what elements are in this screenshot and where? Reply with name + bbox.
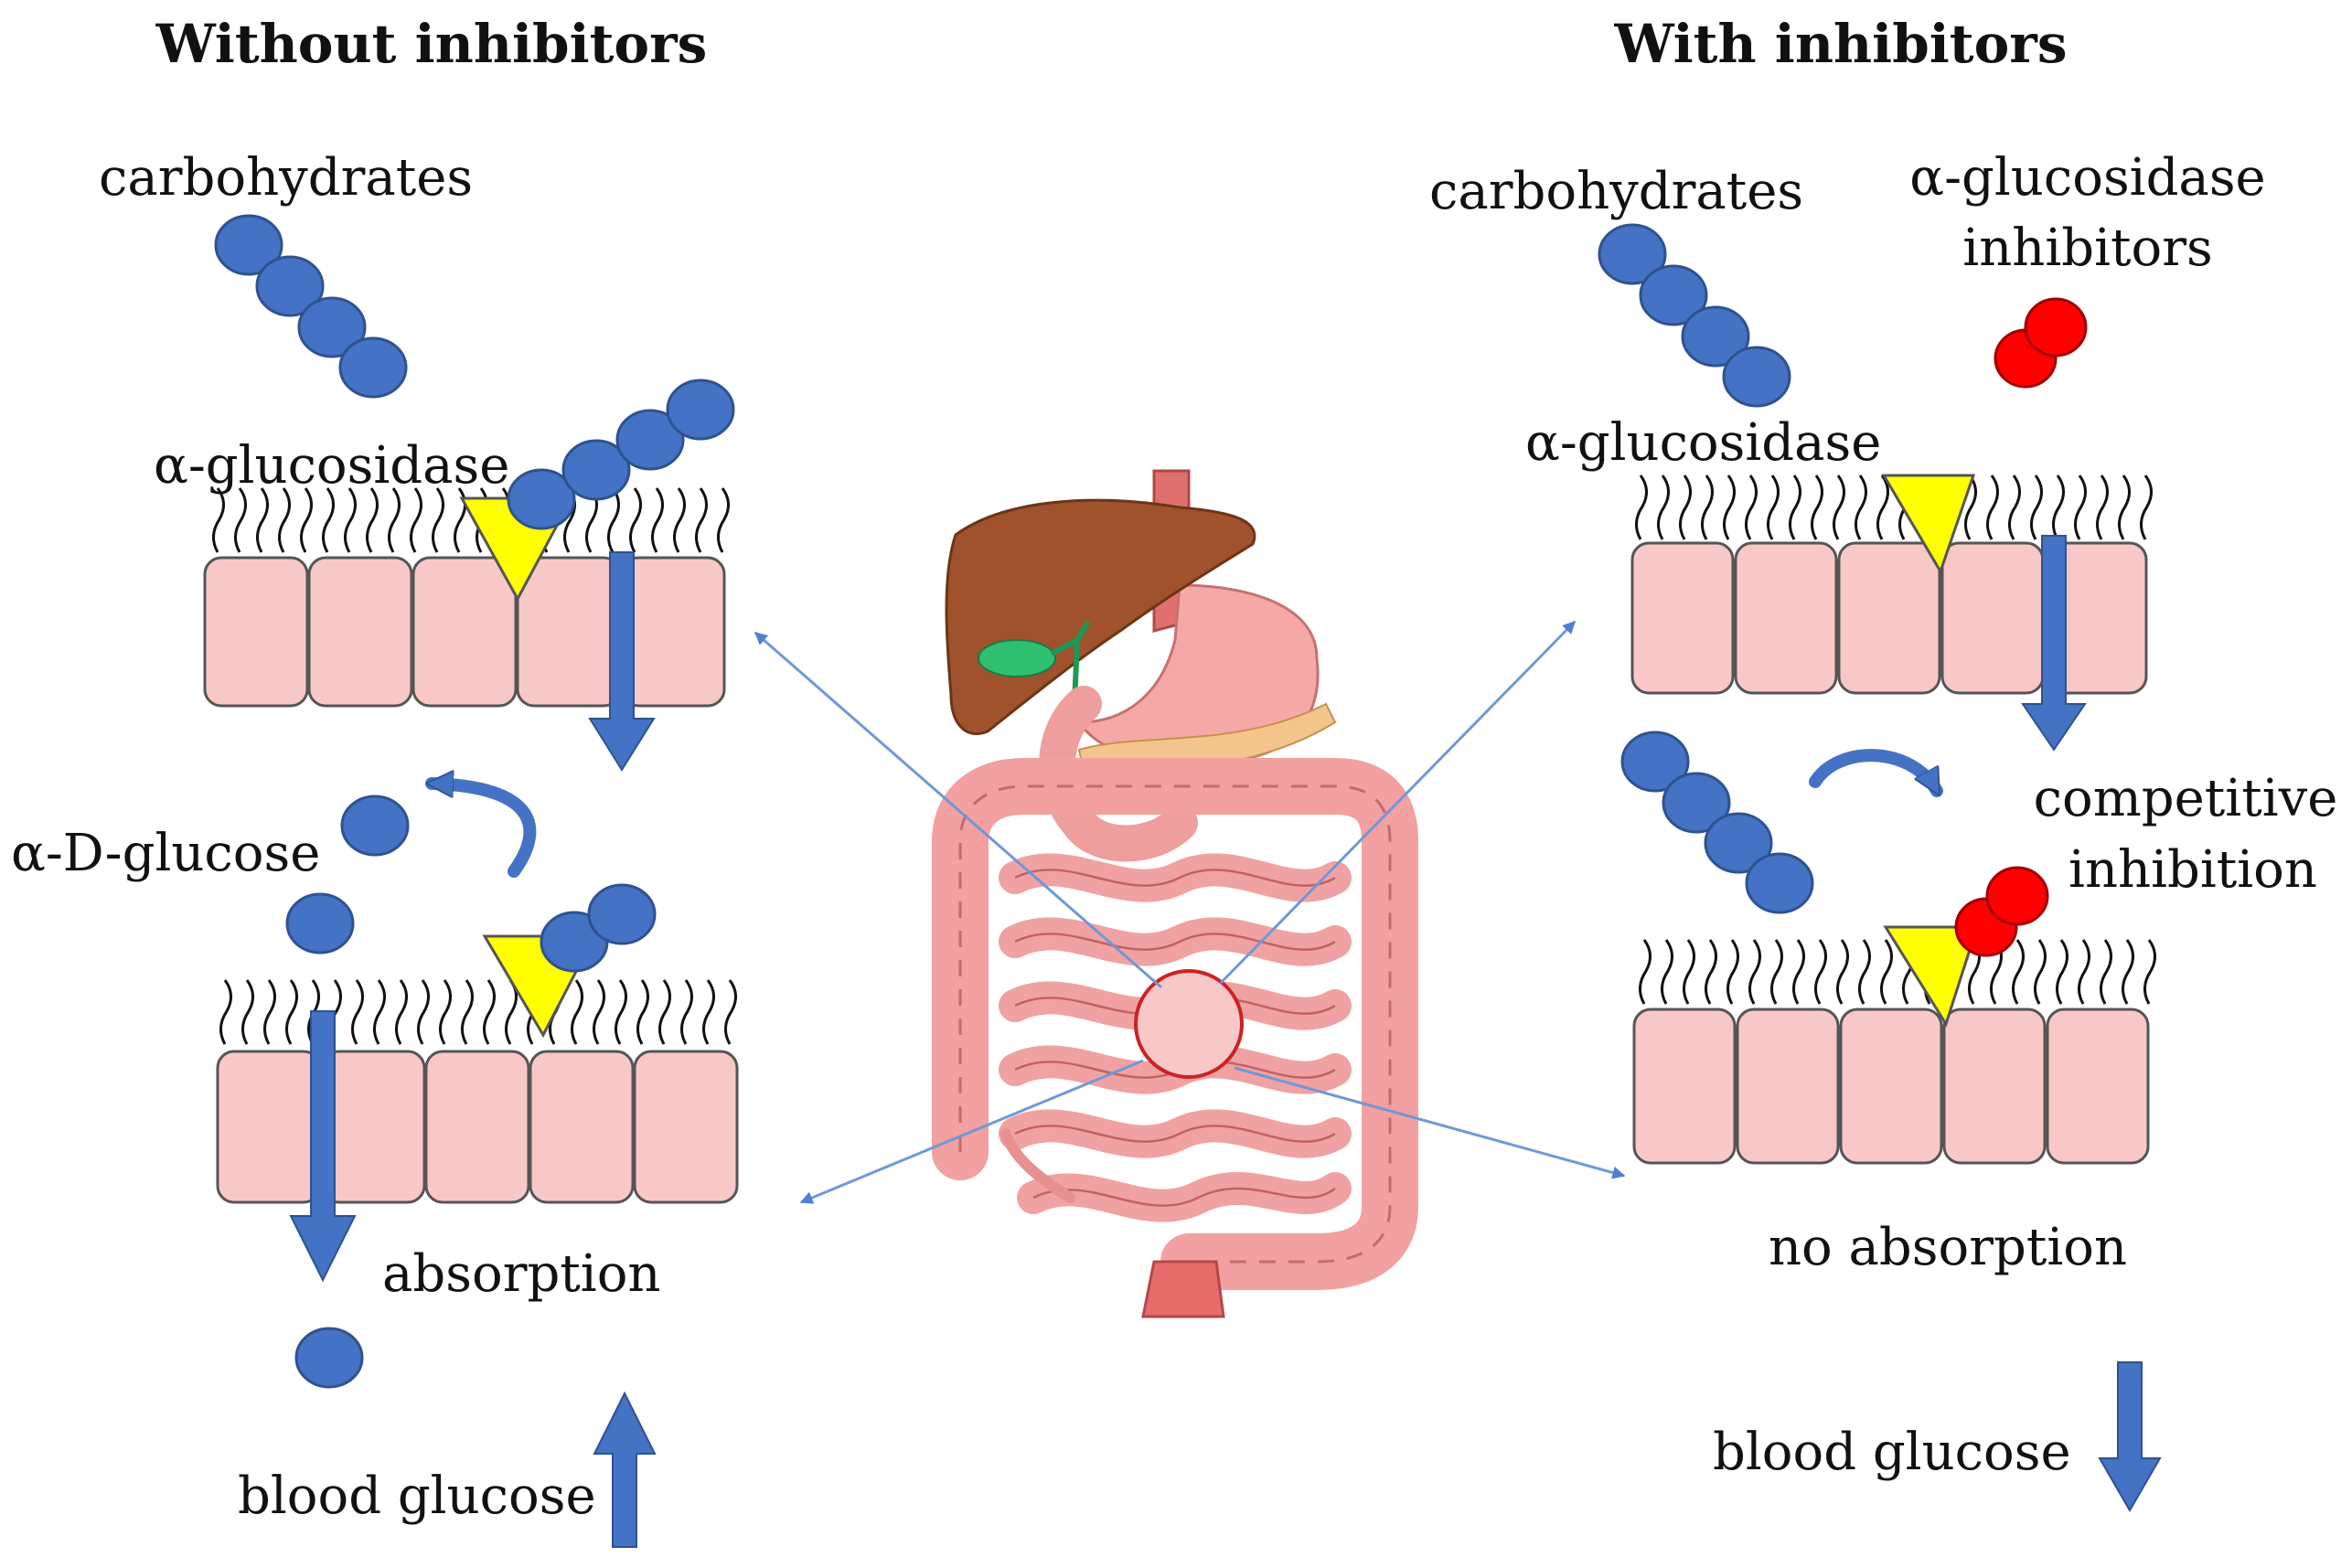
right-carbohydrate-chain [1598, 223, 1791, 408]
right-inhibitor-label-line2: inhibitors [1962, 219, 2212, 278]
epithelial-cell [203, 556, 309, 708]
inhibitor-molecule [1994, 297, 2088, 389]
left-top-epithelium [203, 487, 730, 708]
right-carbohydrates-label: carbohydrates [1429, 162, 1803, 221]
left-disaccharide [540, 883, 657, 973]
right-curved-arrow [1809, 749, 1943, 797]
right-bottom-enzyme-triangle [1883, 925, 1980, 1028]
epithelial-cell [1940, 541, 2045, 695]
epithelial-cell [1736, 1008, 1840, 1165]
epithelial-cell [1837, 541, 1941, 695]
connector-to-left-bottom [799, 1059, 1144, 1204]
epithelial-cell [307, 556, 413, 708]
epithelial-cell [620, 556, 726, 708]
connector-to-left-top [754, 631, 1162, 989]
left-absorption-arrow [289, 1010, 357, 1283]
right-unbound-carbohydrate-chain [1620, 731, 1814, 914]
left-heading: Without inhibitors [155, 13, 708, 75]
left-blood-glucose-label: blood glucose [238, 1467, 596, 1526]
epithelial-cell [1734, 541, 1838, 695]
epithelial-cell [216, 1050, 322, 1204]
left-bound-carbohydrate-chain [507, 379, 735, 530]
right-mechanism-label-line2: inhibition [2068, 840, 2317, 900]
blood-glucose-up-arrow [593, 1391, 657, 1548]
right-blood-glucose-label: blood glucose [1713, 1423, 2071, 1482]
epithelial-cell [424, 1050, 530, 1204]
epithelial-cell [2046, 1008, 2150, 1165]
blood-glucose-down-arrow [2098, 1361, 2162, 1512]
left-product-label: α-D-glucose [11, 824, 320, 883]
left-curved-arrow [425, 784, 537, 878]
right-enzyme-label: α-glucosidase [1525, 413, 1881, 473]
epithelial-cell [1942, 1008, 2047, 1165]
rectum [1141, 1260, 1225, 1318]
right-absorption-label: no absorption [1769, 1218, 2127, 1277]
digestive-system-illustration [932, 469, 1418, 1318]
epithelial-cell [1839, 1008, 1943, 1165]
bound-inhibitor-molecule [1954, 866, 2049, 957]
absorbed-glucose-unit [294, 1327, 364, 1389]
epithelial-cell [1630, 541, 1735, 695]
microvilli [1639, 939, 2156, 1005]
small-intestine-focus-circle [1134, 969, 1244, 1079]
right-inhibitor-label-line1: α-glucosidase [1909, 148, 2265, 208]
connector-to-right-bottom [1234, 1066, 1626, 1179]
left-carbohydrates-label: carbohydrates [99, 148, 473, 208]
connector-lines [754, 620, 1626, 1204]
duodenum [1039, 686, 1198, 862]
right-enzyme-triangle [1881, 474, 1976, 575]
microvilli [219, 979, 737, 1045]
glucose-unit [285, 892, 355, 955]
left-absorption-label: absorption [382, 1244, 661, 1304]
right-down-arrow [2021, 535, 2087, 752]
epithelial-cell [633, 1050, 739, 1204]
right-bottom-epithelium [1632, 939, 2156, 1165]
epithelial-cell [516, 556, 622, 708]
left-bottom-epithelium [216, 979, 739, 1204]
epithelial-cell [1632, 1008, 1737, 1165]
left-carbohydrate-chain [214, 214, 408, 399]
epithelial-cell [412, 556, 518, 708]
right-mechanism-label-line1: competitive [2034, 769, 2338, 828]
appendix [1000, 1128, 1075, 1203]
right-heading: With inhibitors [1614, 13, 2068, 75]
glucose-unit [340, 795, 410, 857]
left-down-arrow [588, 551, 656, 772]
gallbladder [978, 639, 1056, 677]
epithelial-cell [529, 1050, 635, 1204]
left-enzyme-label: α-glucosidase [154, 436, 509, 496]
connector-to-right-top [1219, 620, 1577, 985]
epithelial-cell [320, 1050, 426, 1204]
right-top-epithelium [1630, 475, 2153, 695]
large-intestine-outline [958, 784, 1392, 1264]
